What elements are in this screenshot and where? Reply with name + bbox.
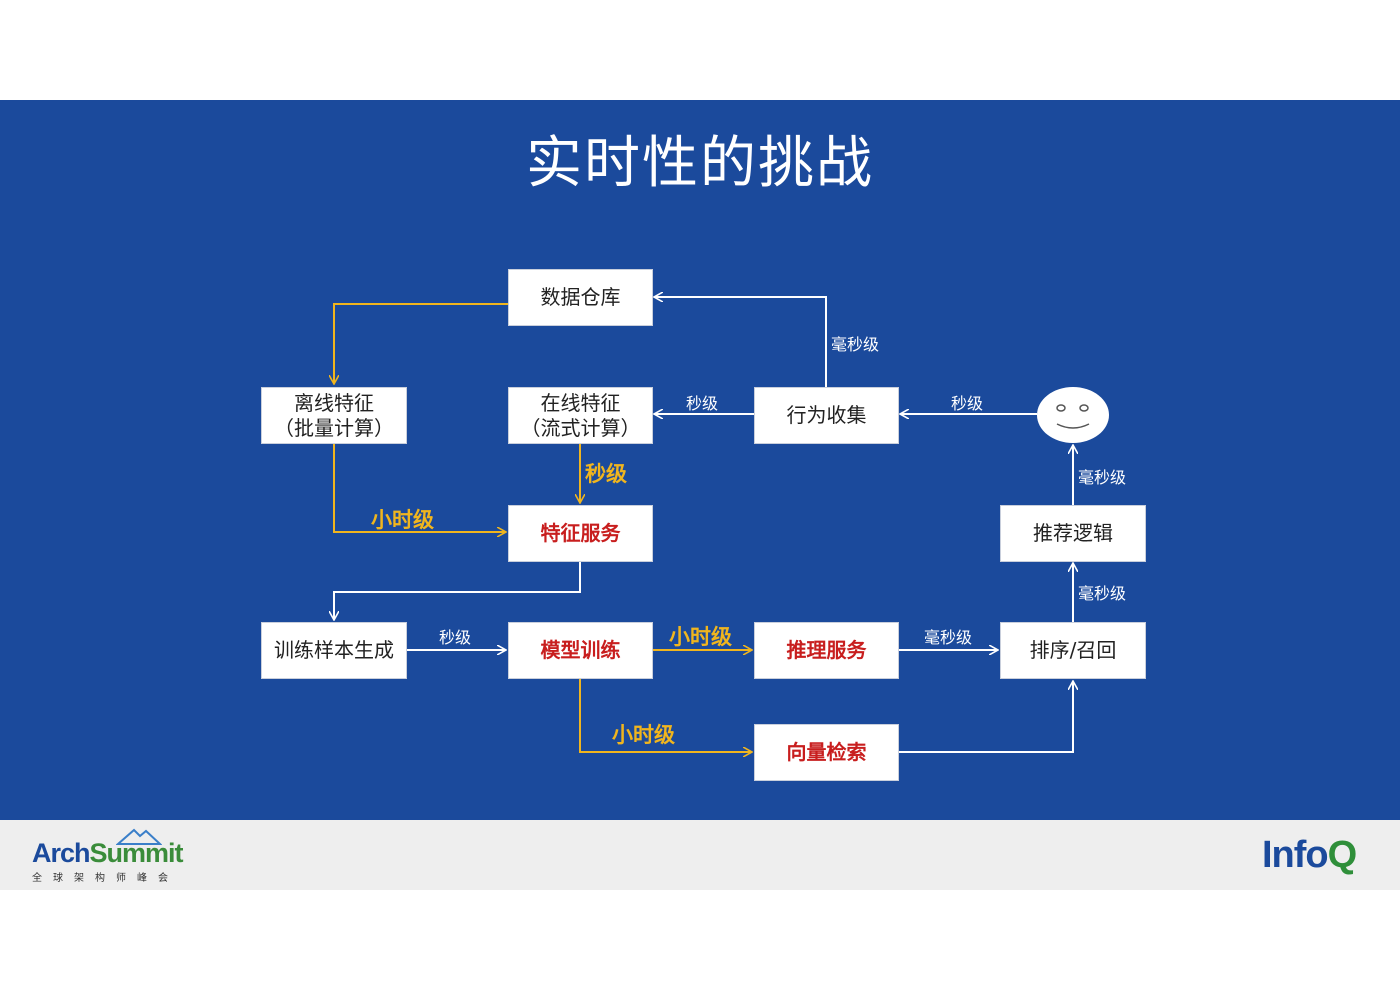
infoq-logo-part2: Q bbox=[1327, 834, 1358, 876]
node-online-features-line2: （流式计算） bbox=[520, 415, 641, 440]
node-behavior-collection: 行为收集 bbox=[754, 387, 899, 444]
edge-label-train-to-inference: 小时级 bbox=[669, 625, 732, 649]
node-recommend-logic-label: 推荐逻辑 bbox=[1033, 521, 1113, 545]
node-behavior-collection-label: 行为收集 bbox=[786, 403, 867, 427]
edge-label-train-to-vector: 小时级 bbox=[612, 723, 675, 747]
node-data-warehouse: 数据仓库 bbox=[508, 269, 653, 326]
node-sample-generation: 训练样本生成 bbox=[261, 622, 407, 679]
infoq-logo-part1: Info bbox=[1262, 834, 1329, 876]
edge-label-offline-to-feature: 小时级 bbox=[371, 508, 434, 532]
node-offline-features-line1: 离线特征 bbox=[294, 390, 374, 415]
edge-label-online-to-feature: 秒级 bbox=[585, 462, 627, 486]
node-offline-features-line2: （批量计算） bbox=[274, 415, 394, 440]
mountain-icon bbox=[116, 828, 162, 845]
node-vector-search: 向量检索 bbox=[754, 724, 899, 781]
edge-warehouse-to-offline bbox=[334, 303, 508, 383]
node-recommend-logic: 推荐逻辑 bbox=[1000, 505, 1146, 562]
archsummit-logo-part1: Arch bbox=[32, 838, 91, 868]
node-sample-generation-label: 训练样本生成 bbox=[274, 638, 394, 662]
edge-offline-to-feature-service bbox=[333, 444, 505, 532]
edge-label-inference-to-rank: 毫秒级 bbox=[924, 628, 973, 647]
slide-background bbox=[0, 100, 1400, 820]
node-inference-service: 推理服务 bbox=[754, 622, 899, 679]
edge-label-rank-to-recommend: 毫秒级 bbox=[1078, 584, 1127, 603]
edge-train-to-vector bbox=[579, 679, 751, 752]
edge-label-recommend-to-user: 毫秒级 bbox=[1078, 468, 1127, 487]
node-rank-recall-label: 排序/召回 bbox=[1029, 638, 1117, 662]
node-offline-features: 离线特征 （批量计算） bbox=[261, 387, 407, 444]
smiley-face-icon bbox=[1037, 387, 1109, 443]
slide-title: 实时性的挑战 bbox=[526, 131, 874, 196]
edge-label-behavior-to-online: 秒级 bbox=[686, 394, 719, 413]
node-vector-search-label: 向量检索 bbox=[786, 740, 867, 764]
node-feature-service-label: 特征服务 bbox=[540, 521, 621, 545]
node-model-training-label: 模型训练 bbox=[540, 638, 621, 662]
node-inference-service-label: 推理服务 bbox=[786, 638, 867, 662]
node-online-features-line1: 在线特征 bbox=[540, 390, 621, 415]
node-data-warehouse-label: 数据仓库 bbox=[540, 285, 621, 309]
edge-feature-service-to-sample bbox=[334, 562, 581, 619]
smiley-face-drawing bbox=[1056, 404, 1090, 429]
slide-footer bbox=[0, 820, 1400, 890]
node-rank-recall: 排序/召回 bbox=[1000, 622, 1146, 679]
edge-label-sample-to-train: 秒级 bbox=[439, 628, 472, 647]
archsummit-logo-subtitle: 全球架构师峰会 bbox=[32, 873, 179, 884]
node-online-features: 在线特征 （流式计算） bbox=[508, 387, 653, 444]
node-model-training: 模型训练 bbox=[508, 622, 653, 679]
node-feature-service: 特征服务 bbox=[508, 505, 653, 562]
infoq-logo: InfoQ bbox=[1262, 834, 1358, 877]
edge-label-behavior-to-warehouse: 毫秒级 bbox=[831, 335, 880, 354]
edge-vector-to-rank bbox=[898, 682, 1073, 753]
edge-behavior-to-warehouse bbox=[655, 297, 827, 387]
edge-label-user-to-behavior: 秒级 bbox=[951, 394, 984, 413]
